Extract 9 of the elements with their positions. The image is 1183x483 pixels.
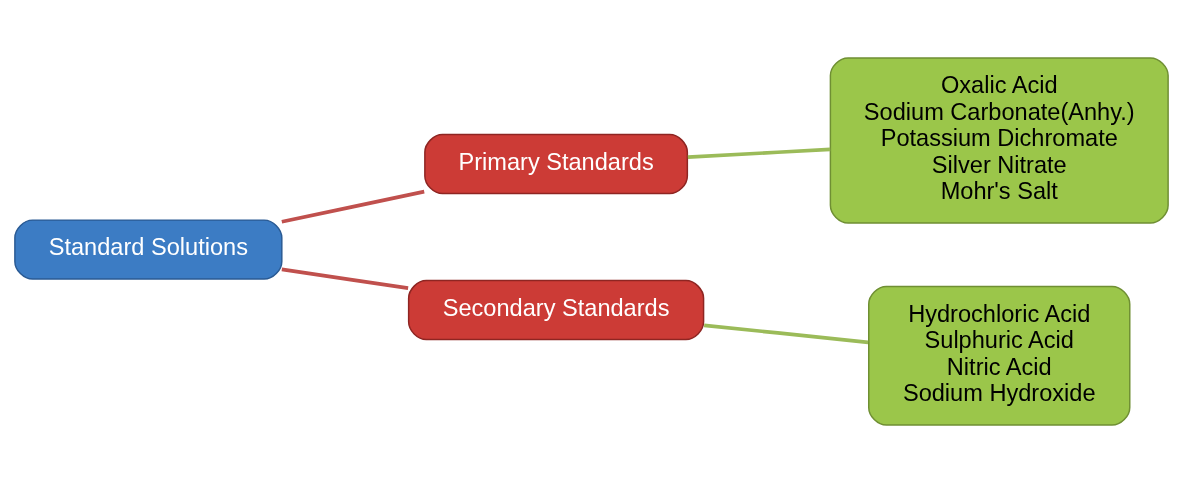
connector (281, 189, 425, 224)
node-box: Secondary Standards (407, 279, 705, 341)
connector (281, 267, 409, 290)
node-box: Oxalic Acid Sodium Carbonate(Anhy.) Potassium Dichromate Silver Nitrate Mohr's Salt (829, 57, 1169, 224)
node-box: Hydrochloric Acid Sulphuric Acid Nitric Acid Sodium Hydroxide (868, 285, 1131, 426)
connector (703, 323, 869, 345)
node-box: Primary Standards (424, 133, 689, 195)
node-box: Standard Solutions (14, 219, 283, 280)
connector (687, 147, 831, 159)
